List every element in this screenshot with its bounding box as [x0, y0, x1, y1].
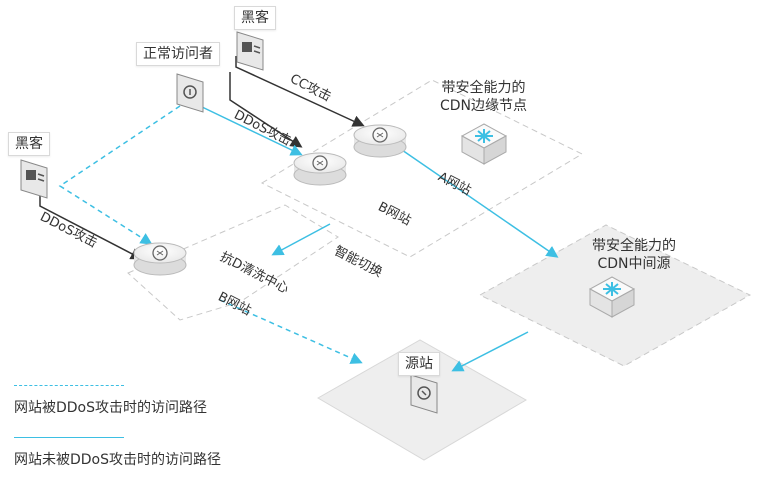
hacker-left-icon [20, 159, 48, 199]
solid-path-mid-to-origin [451, 331, 529, 372]
solid-path-visitor-b [199, 105, 303, 156]
hacker-top-label: 黑客 [234, 6, 276, 30]
cdn-edge-node-icon [460, 123, 508, 165]
cdn-mid-origin-icon [588, 276, 636, 318]
hacker-left-label: 黑客 [8, 132, 50, 156]
origin-server-icon [410, 374, 438, 414]
dashed-path-to-origin [219, 299, 363, 364]
cc-attack-line [235, 56, 365, 127]
router-scrubbing [133, 242, 187, 276]
legend-solid-text: 网站未被DDoS攻击时的访问路径 [14, 452, 222, 468]
legend-solid-line [14, 437, 124, 438]
router-b [293, 152, 347, 186]
mid-origin-label-line2: CDN中间源 [597, 256, 671, 272]
edge-node-plane [260, 79, 584, 258]
router-a [353, 124, 407, 158]
smart-switch-arrow [271, 223, 331, 256]
hacker-top-icon [236, 31, 264, 71]
origin-label: 源站 [398, 352, 440, 376]
normal-visitor-label: 正常访问者 [136, 42, 220, 66]
scrubbing-center-plane [127, 204, 339, 321]
mid-origin-label-line1: 带安全能力的 [592, 238, 676, 254]
mid-origin-label: 带安全能力的 CDN中间源 [585, 234, 683, 276]
edge-node-label-line2: CDN边缘节点 [440, 98, 528, 114]
normal-visitor-icon [176, 73, 204, 113]
edge-node-label: 带安全能力的 CDN边缘节点 [433, 76, 534, 118]
ddos-attack-line-top [229, 72, 303, 148]
solid-path-edge-to-mid [401, 149, 559, 258]
dashed-path-visitor [58, 105, 181, 245]
edge-node-label-line1: 带安全能力的 [441, 80, 526, 96]
legend-dashed-text: 网站被DDoS攻击时的访问路径 [14, 400, 208, 416]
legend-dashed-line [14, 385, 124, 386]
